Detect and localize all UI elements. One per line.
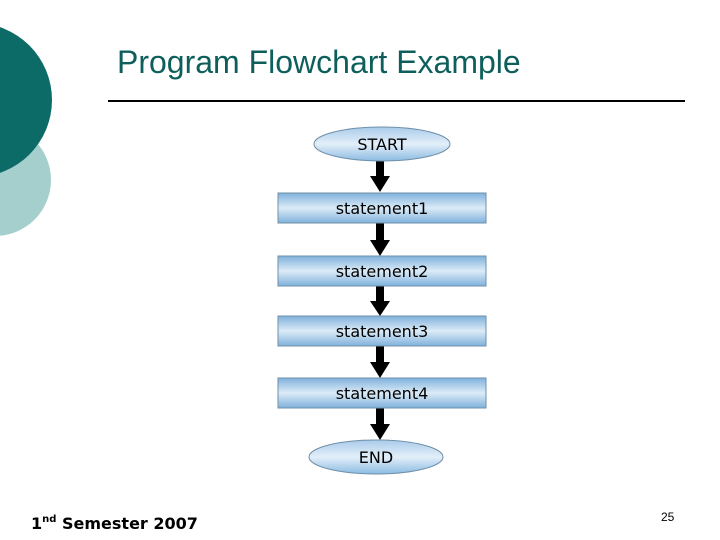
connector-s4-end [370, 408, 390, 440]
terminator-shape [308, 439, 444, 475]
title-divider [108, 100, 685, 102]
node-statement2-label: statement2 [336, 262, 429, 281]
node-statement3-label: statement3 [336, 322, 429, 341]
node-end-label: END [359, 448, 393, 467]
node-statement4: statement4 [277, 377, 487, 409]
node-statement1-label: statement1 [336, 199, 429, 218]
node-statement3: statement3 [277, 315, 487, 347]
node-end: END [308, 439, 444, 475]
footer-superscript: nd [42, 514, 57, 525]
decor-circle-dark [0, 27, 52, 173]
process-box [277, 192, 487, 224]
terminator-shape [313, 126, 451, 162]
node-statement4-label: statement4 [336, 384, 429, 403]
connector-start-s1 [370, 160, 390, 192]
process-box [277, 377, 487, 409]
footer-prefix: 1 [31, 514, 43, 533]
node-start: START [313, 126, 451, 162]
page-number: 25 [661, 510, 675, 524]
node-statement1: statement1 [277, 192, 487, 224]
connector-s3-s4 [370, 346, 390, 378]
slide-title: Program Flowchart Example [117, 44, 521, 80]
connectors [370, 160, 390, 440]
corner-decoration [0, 27, 52, 236]
process-box [277, 255, 487, 287]
slide-footer: 1nd Semester 2007 [31, 514, 198, 533]
node-start-label: START [357, 135, 407, 154]
connector-s1-s2 [370, 223, 390, 256]
footer-suffix: Semester 2007 [56, 514, 198, 533]
connector-s2-s3 [370, 286, 390, 316]
process-box [277, 315, 487, 347]
node-statement2: statement2 [277, 255, 487, 287]
